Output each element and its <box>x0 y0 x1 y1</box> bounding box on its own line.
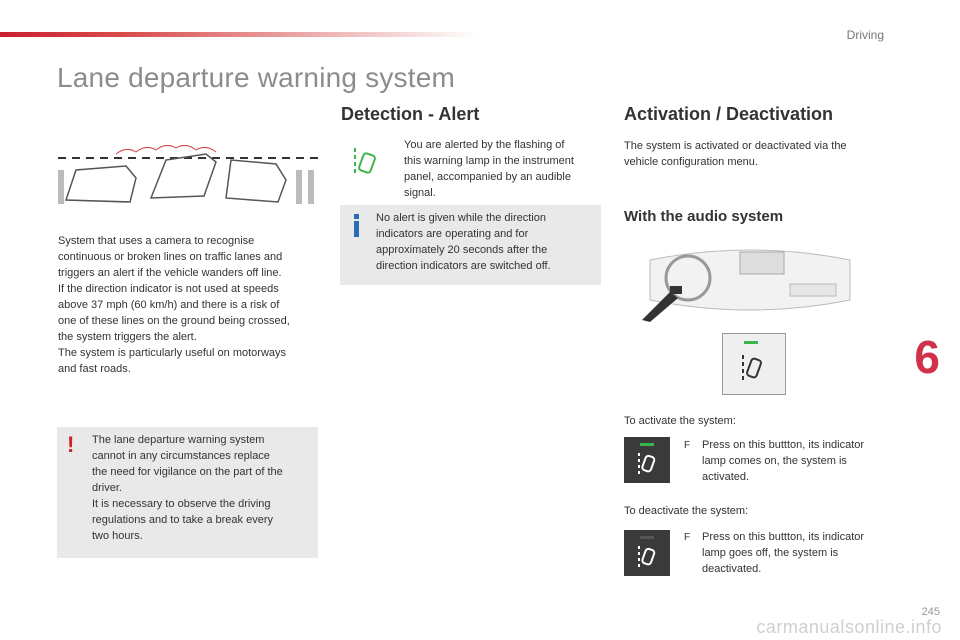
watermark: carmanualsonline.info <box>756 617 942 637</box>
step-bullet: F <box>684 532 691 543</box>
audio-system-heading: With the audio system <box>624 208 784 225</box>
lane-car-icon <box>638 453 656 475</box>
indicator-lamp-off <box>640 536 654 539</box>
detection-heading: Detection - Alert <box>341 104 480 124</box>
detection-alert-text: You are alerted by the flashing of this … <box>404 139 574 199</box>
chapter-number: 6 <box>914 331 940 383</box>
lane-departure-illustration <box>58 144 318 204</box>
warning-box <box>57 427 318 558</box>
deactivate-label: To deactivate the system: <box>624 505 749 517</box>
warning-text: The lane departure warning system cannot… <box>92 434 283 542</box>
dashboard-illustration <box>642 249 851 322</box>
info-box <box>340 205 601 285</box>
warning-exclamation-icon: ! <box>67 432 75 457</box>
section-label: Driving <box>846 28 884 42</box>
lane-warning-lamp-icon <box>354 148 376 174</box>
lane-departure-button-off[interactable] <box>624 530 670 576</box>
activate-step-text: Press on this buttton, its indicator lam… <box>702 439 865 483</box>
page-number: 245 <box>921 606 940 618</box>
info-icon <box>354 214 359 237</box>
lane-button-closeup-icon <box>742 341 762 383</box>
description-text: System that uses a camera to recognise c… <box>58 235 290 375</box>
activation-heading: Activation / Deactivation <box>624 104 834 124</box>
lane-departure-button-on[interactable] <box>624 437 670 483</box>
header-accent-bar <box>0 32 480 37</box>
page-title: Lane departure warning system <box>57 62 456 93</box>
lane-car-icon <box>638 546 656 568</box>
activation-intro: The system is activated or deactivated v… <box>624 140 847 168</box>
activate-label: To activate the system: <box>624 415 736 427</box>
deactivate-step-text: Press on this buttton, its indicator lam… <box>702 531 865 575</box>
step-bullet: F <box>684 440 691 451</box>
indicator-lamp-on <box>640 443 654 446</box>
info-text: No alert is given while the direction in… <box>376 212 551 272</box>
